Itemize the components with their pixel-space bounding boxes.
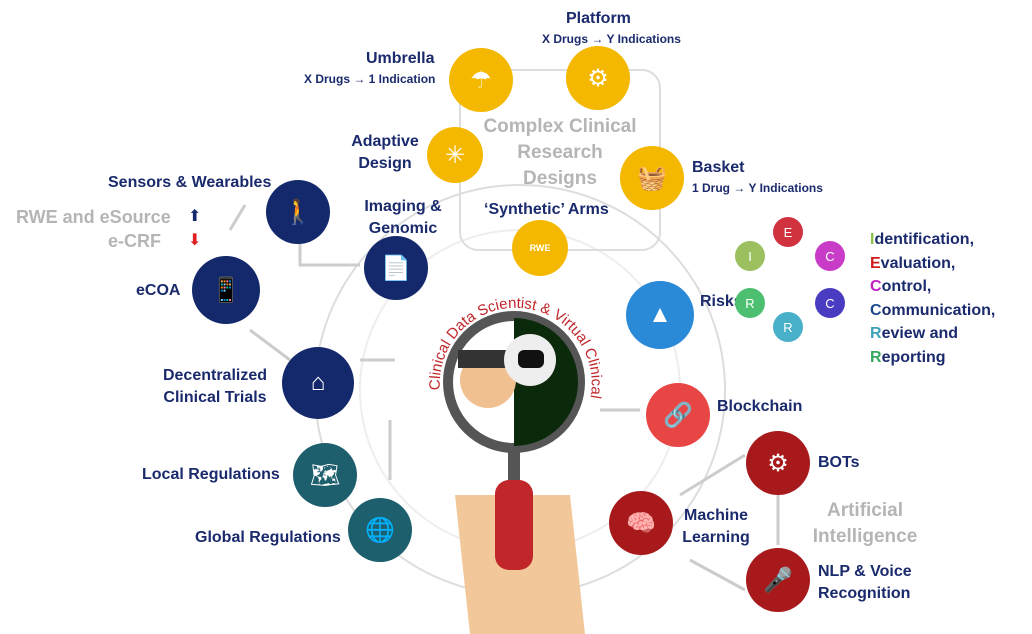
bots-label: BOTs [818,454,860,471]
rwe-icon: RWE [512,220,568,276]
wearable-body-icon: 🚶 [266,180,330,244]
blockchain-label: Blockchain [717,398,803,415]
gear-icon: ⚙ [566,46,630,110]
ai-label: Artificial Intelligence [812,500,918,547]
umbrella-label: Umbrella [366,50,435,67]
risk-step-text: eview and [881,325,959,342]
basket-label: Basket [692,159,745,176]
cone-icon: ▲ [626,281,694,349]
risk-step-text: dentification, [874,231,975,248]
ml-label: Machine Learning [682,507,750,546]
rwe-label: RWE and eSource [16,207,171,227]
sensors-label: Sensors & Wearables [108,174,272,191]
risk-cycle-node: C [815,288,845,318]
dct-label: Decentralized Clinical Trials [162,367,268,406]
risk-cycle-node: C [815,241,845,271]
risk-step-initial: R [870,325,882,342]
umbrella-sub: X Drugs → 1 Indication [304,72,436,86]
risk-step-text: valuation, [880,254,956,272]
risk-step-initial: E [870,254,881,272]
risk-step-text: ommunication, [881,301,996,319]
synthetic-label: ‘Synthetic’ Arms [484,201,609,218]
designs-title: Complex Clinical Research Designs [483,116,637,189]
house-icon: ⌂ [282,347,354,419]
risk-step: Reporting [870,346,995,370]
nlp-label: NLP & Voice Recognition [818,563,912,602]
risk-cycle-node: R [735,288,765,318]
risk-step-text: ontrol, [881,278,932,295]
bot-icon: ⚙ [746,431,810,495]
arrow-down-icon: ⬇ [188,232,202,249]
risk-step: Evaluation, [870,252,995,276]
risk-step: Control, [870,275,995,299]
brain-icon: 🧠 [609,491,673,555]
platform-sub: X Drugs → Y Indications [542,32,681,46]
risk-step: Review and [870,322,995,346]
chain-link-icon: 🔗 [646,383,710,447]
risk-step-initial: R [870,348,882,366]
risk-step-text: eporting [881,348,946,366]
risk-step: Communication, [870,299,995,323]
phone-icon: 📱 [192,256,260,324]
map-icon: 🗺 [293,443,357,507]
risk-process-list: Identification,Evaluation,Control,Commun… [870,228,995,369]
risk-cycle-node: R [773,312,803,342]
risk-cycle-node: E [773,217,803,247]
arrow-up-icon: ⬆ [188,208,202,225]
document-icon: 📄 [364,236,428,300]
local-regs-label: Local Regulations [142,466,280,483]
risk-step-initial: C [870,278,882,295]
network-icon: ✳ [427,127,483,183]
basket-icon: 🧺 [620,146,684,210]
basket-sub: 1 Drug → Y Indications [692,181,823,195]
adaptive-label: Adaptive Design [351,133,419,172]
microphone-icon: 🎤 [746,548,810,612]
risk-step: Identification, [870,228,995,252]
risks-label: Risks [700,293,743,310]
risk-step-initial: C [870,301,882,319]
umbrella-icon: ☂ [449,48,513,112]
global-regs-label: Global Regulations [195,529,341,546]
platform-label: Platform [566,10,631,27]
risk-step-initial: I [870,231,875,248]
ecrf-label: e-CRF [108,231,161,251]
risk-cycle-node: I [735,241,765,271]
globe-icon: 🌐 [348,498,412,562]
imaging-label: Imaging & Genomic [364,198,442,237]
ecoa-label: eCOA [136,282,181,299]
